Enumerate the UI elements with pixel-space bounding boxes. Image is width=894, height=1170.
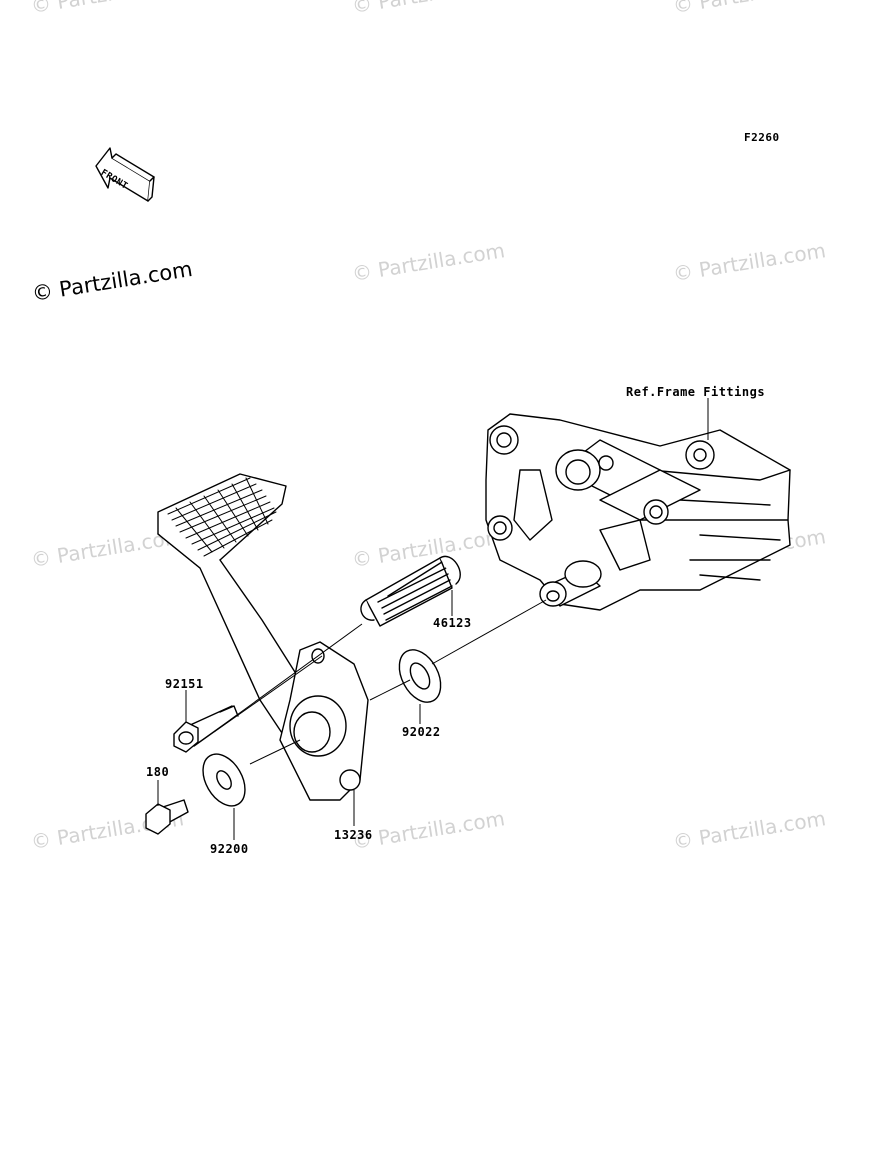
part-number-180[interactable]: 180 [146, 765, 170, 779]
brake-pedal-13236 [157, 473, 369, 801]
bolt-180 [145, 799, 189, 835]
spring-46123 [360, 555, 461, 627]
washer-92200 [202, 753, 246, 807]
part-number-92200[interactable]: 92200 [210, 842, 249, 856]
frame-fitting [485, 413, 791, 611]
washer-92022 [398, 649, 442, 703]
pivot-shaft [539, 560, 602, 607]
front-arrow-icon [95, 147, 155, 202]
bolt-92151 [173, 705, 239, 753]
reference-label: Ref.Frame Fittings [626, 385, 766, 399]
diagram-code: F2260 [744, 131, 780, 144]
part-number-13236[interactable]: 13236 [334, 828, 373, 842]
part-number-46123[interactable]: 46123 [433, 616, 472, 630]
part-number-92151[interactable]: 92151 [165, 677, 204, 691]
part-number-92022[interactable]: 92022 [402, 725, 441, 739]
